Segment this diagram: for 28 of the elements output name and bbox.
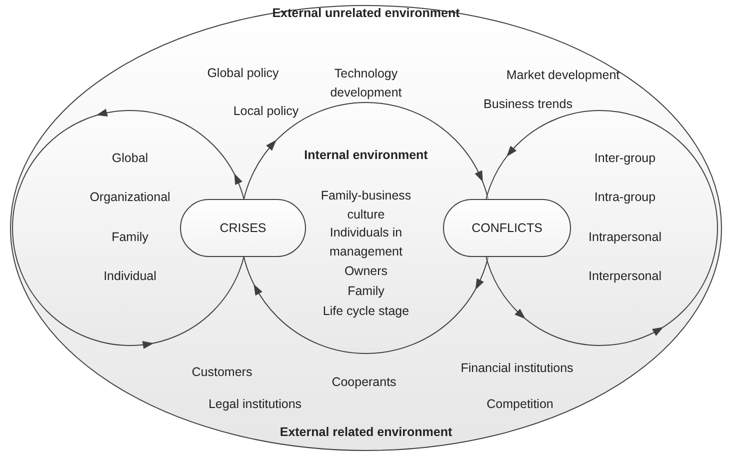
heading: External unrelated environment — [272, 4, 460, 22]
item-text: Family-business culture — [320, 188, 412, 223]
factor-label: Cooperants — [332, 374, 396, 391]
node-label: CONFLICTS — [472, 220, 542, 237]
item-text: Life cycle stage — [322, 302, 410, 320]
factor-label: Business trends — [484, 96, 572, 113]
item-text: Interpersonal — [588, 268, 662, 285]
heading: External related environment — [280, 424, 452, 441]
item-text: Family — [112, 228, 148, 246]
item-text: Inter-group — [594, 150, 656, 167]
factor-label: Competition — [486, 396, 554, 413]
item-text: Organizational — [90, 188, 170, 206]
heading: Internal environment — [304, 146, 428, 164]
item-text: Individual — [104, 268, 156, 285]
factor-label: Global policy — [207, 64, 279, 82]
factor-label: Technology development — [329, 66, 403, 102]
item-text: Global — [112, 150, 148, 167]
factor-label: Customers — [192, 364, 252, 381]
item-text: Owners — [344, 262, 388, 280]
item-text: Individuals in management — [328, 224, 404, 260]
node-label: CRISES — [220, 220, 266, 237]
factor-label: Legal institutions — [208, 396, 302, 413]
item-text: Intra-group — [594, 188, 656, 206]
factor-label: Financial institutions — [460, 360, 574, 377]
factor-label: Market development — [506, 66, 620, 84]
item-text: Intrapersonal — [588, 228, 662, 246]
item-text: Family — [348, 282, 384, 300]
factor-label: Local policy — [233, 102, 299, 120]
